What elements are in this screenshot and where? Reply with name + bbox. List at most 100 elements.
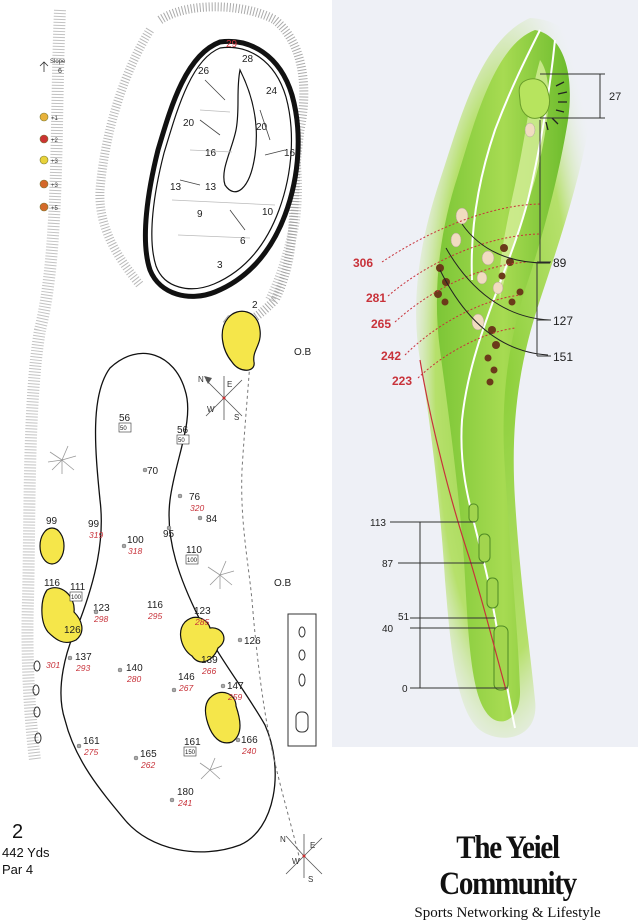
- marker-box-label: 50: [178, 438, 185, 444]
- distance-arcs: [381, 203, 541, 379]
- marker-top-label: 56: [119, 413, 131, 424]
- yardage-label: 166: [241, 735, 258, 746]
- green-distance: 28: [242, 54, 254, 65]
- marker-box-label: 100: [71, 595, 82, 601]
- slope-indicator: Slope 6: [39, 59, 66, 75]
- yardage-point: [171, 687, 177, 693]
- fairway-light-stripe: [499, 60, 549, 300]
- green-distance: 13: [170, 182, 182, 193]
- yardage-point: [142, 467, 148, 473]
- green-distance: 20: [183, 118, 195, 129]
- yardage-red-label: 280: [126, 674, 141, 684]
- marker-box: [118, 422, 132, 433]
- compass-w: W: [207, 405, 215, 414]
- slope-value: 6: [58, 68, 62, 75]
- fairway-bunker-right: [204, 691, 241, 744]
- yardage-point: [235, 737, 241, 743]
- yardage-red-label: 320: [190, 503, 204, 513]
- yardage-point: [67, 655, 73, 661]
- marker-box: [176, 434, 190, 445]
- carry-distance: 223: [392, 374, 412, 388]
- yardage-point: [177, 493, 183, 499]
- right-fairway-bunkers: [450, 207, 504, 331]
- yardage-label: 126: [64, 625, 81, 636]
- right-green: [518, 78, 551, 119]
- green-distance: 3: [217, 260, 223, 271]
- carry-distance-labels: 306 281 265 242 223: [353, 256, 412, 388]
- left-slope-hatching: [95, 27, 154, 288]
- legend-swatch-icon: [39, 134, 49, 144]
- measure-lines: [536, 73, 605, 357]
- tee-distance: 113: [370, 518, 386, 529]
- yardage-red-label: 259: [227, 692, 242, 702]
- yardage-label: 146: [178, 672, 195, 683]
- compass-s: S: [234, 413, 239, 422]
- legend-label: +5: [51, 206, 59, 212]
- green-flags: [545, 81, 568, 131]
- yardage-label: 139: [201, 655, 218, 666]
- compass-e: E: [227, 380, 232, 389]
- yardage-label: 84: [206, 514, 218, 525]
- marker-top-label: 111: [70, 582, 86, 593]
- yardage-label: 123: [194, 606, 211, 617]
- green-distance: 6: [240, 236, 246, 247]
- yardage-red-label: 240: [241, 746, 256, 756]
- layup-distance: 89: [553, 256, 567, 270]
- tee-distance: 0: [402, 684, 408, 695]
- green-tongue: [223, 68, 257, 193]
- carry-distance: 242: [381, 349, 401, 363]
- brand-tagline: Sports Networking & Lifestyle: [414, 905, 601, 921]
- tee-distance: 40: [382, 624, 394, 635]
- legend-swatch-icon: [39, 179, 49, 189]
- yardage-label: 99: [46, 516, 58, 527]
- green-distance: 26: [198, 66, 210, 77]
- yardage-red-label: 318: [128, 546, 142, 556]
- yardage-red-label: 319: [89, 530, 103, 540]
- slope-label: Slope: [50, 59, 66, 65]
- carry-distance: 306: [353, 256, 373, 270]
- green-contours: [171, 109, 276, 239]
- hole-par: Par 4: [2, 862, 34, 877]
- green-distance: 10: [262, 207, 274, 218]
- yardage-label: 161: [83, 736, 100, 747]
- cart-path-right: [460, 39, 556, 729]
- legend-label: +1: [51, 116, 59, 122]
- left-edge-hatching: [21, 9, 66, 761]
- marker-box-label: 50: [120, 426, 127, 432]
- brand-block: The Yeiel Community Sports Networking & …: [380, 830, 635, 922]
- carry-distance: 281: [366, 291, 386, 305]
- carry-distance: 265: [371, 317, 391, 331]
- marker-box-label: 150: [185, 750, 196, 756]
- yardage-point: [166, 525, 172, 531]
- compass-n: N: [198, 375, 204, 384]
- tee-measure-lines: [390, 521, 508, 689]
- layup-distance: 151: [553, 350, 573, 364]
- marker-top-label: 161: [184, 737, 201, 748]
- hole-info: 2 442 Yds Par 4: [2, 820, 82, 878]
- yardage-label: 123: [93, 603, 110, 614]
- fairway: [436, 30, 570, 722]
- tee-distance: 87: [382, 559, 394, 570]
- slope-arrow-icon: [39, 61, 49, 72]
- fairway-bunker-left: [39, 527, 65, 565]
- yardage-point: [76, 743, 82, 749]
- right-tee-boxes: [468, 503, 509, 691]
- marker-box: [185, 554, 199, 565]
- yardage-point: [133, 755, 139, 761]
- compass-rose-top: N E W S: [198, 375, 243, 422]
- green-depth-label: 27: [609, 91, 621, 103]
- green-inner: [151, 46, 293, 290]
- yardage-point: [121, 543, 127, 549]
- marker-box: [69, 591, 83, 602]
- tee-box-panel: [287, 613, 317, 747]
- yardage-point: [220, 683, 226, 689]
- yardage-label: 180: [177, 787, 194, 798]
- green-distance: 20: [256, 122, 268, 133]
- compass-w-2: W: [292, 857, 300, 866]
- tree-symbols: [47, 445, 235, 780]
